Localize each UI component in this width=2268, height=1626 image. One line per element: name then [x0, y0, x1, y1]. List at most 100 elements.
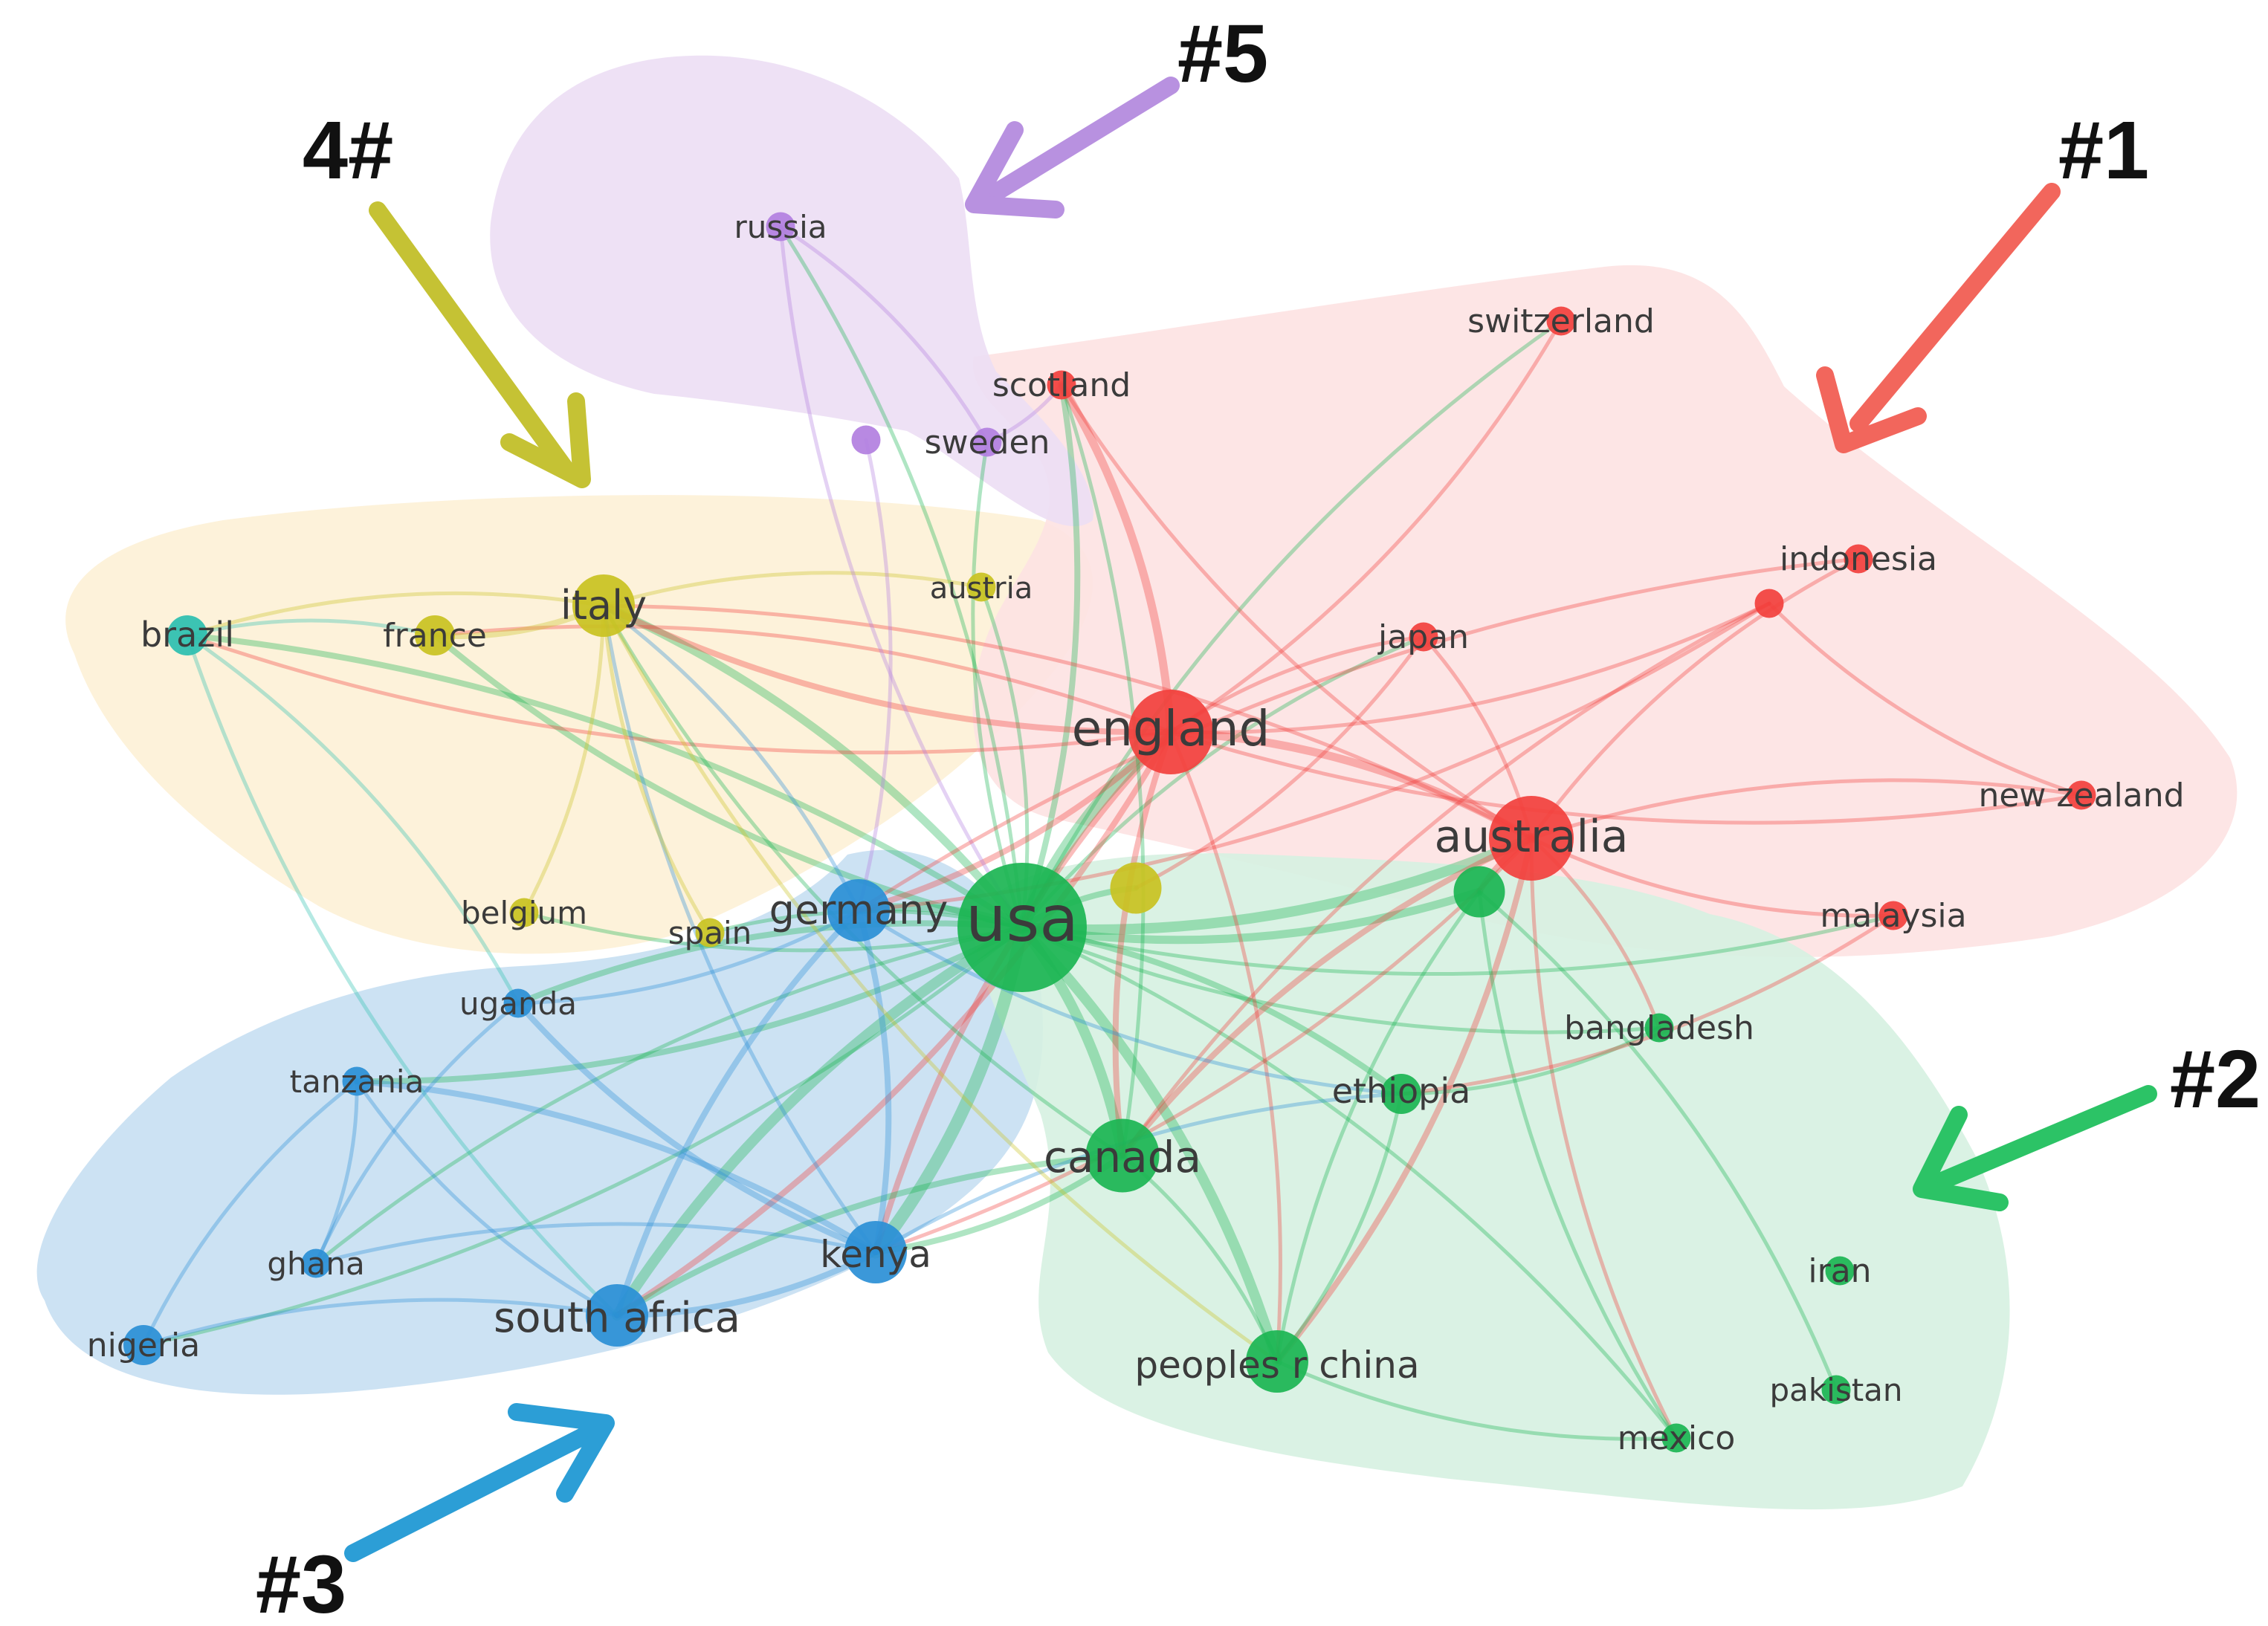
edge-usa-sweden [971, 440, 1024, 930]
node-belgium[interactable] [509, 898, 539, 927]
node-scotland[interactable] [1047, 370, 1076, 400]
edge-u_red-new_zealand [1767, 601, 2084, 797]
edge-england-brazil [185, 633, 1173, 755]
node-sweden[interactable] [972, 427, 1002, 457]
cluster-hull-4 [65, 495, 1093, 954]
label-bangladesh: bangladesh [1564, 1009, 1754, 1047]
edge-australia-indonesia [1529, 557, 1861, 840]
edge-australia-italy [601, 603, 1534, 840]
node-nigeria[interactable] [123, 1325, 164, 1365]
label-iran: iran [1808, 1252, 1871, 1290]
node-bangladesh[interactable] [1644, 1013, 1674, 1043]
node-germany[interactable] [827, 879, 890, 942]
edge-kenya-uganda [515, 1000, 879, 1255]
cluster-tag-t4: 4# [303, 105, 393, 196]
node-malaysia[interactable] [1878, 901, 1908, 930]
node-australia[interactable] [1489, 796, 1574, 881]
cluster-tags: #1#2#34##5 [256, 8, 2261, 1626]
label-peoples-r-china: peoples r china [1134, 1344, 1419, 1387]
edge-kenya-germany [856, 907, 892, 1255]
edge-italy-brazil [185, 591, 606, 638]
node-kenya[interactable] [844, 1221, 907, 1283]
node-france[interactable] [415, 615, 455, 655]
edge-england-south_africa [614, 729, 1174, 1318]
node-japan[interactable] [1409, 622, 1438, 652]
edge-kenya-italy [601, 603, 878, 1254]
node-usa[interactable] [957, 863, 1087, 992]
node-u-green[interactable] [1453, 866, 1505, 918]
node-tanzania[interactable] [342, 1066, 372, 1096]
node-austria[interactable] [966, 572, 996, 602]
edge-england-canada [1112, 729, 1174, 1159]
edge-tanzania-nigeria [141, 1079, 359, 1347]
edge-u_green-mexico [1477, 890, 1679, 1440]
edge-england-italy [601, 603, 1174, 736]
node-canada[interactable] [1085, 1118, 1160, 1193]
edge-usa-south_africa [612, 922, 1027, 1321]
edge-usa-uganda [515, 920, 1025, 1006]
label-indonesia: indonesia [1780, 540, 1937, 578]
edge-england-new_zealand [1169, 730, 2084, 825]
node-brazil[interactable] [167, 615, 207, 655]
cluster-hull-5 [490, 55, 1093, 527]
edge-usa-mexico [1020, 925, 1679, 1440]
edge-kenya-tanzania [354, 1078, 879, 1255]
edge-usa-belgium [522, 910, 1024, 953]
arrow-cluster-3 [344, 1403, 615, 1562]
edge-brazil-uganda [185, 633, 520, 1005]
label-new-zealand: new zealand [1978, 777, 2184, 814]
cluster-hulls [36, 55, 2238, 1510]
cluster-hull-2 [973, 853, 2010, 1510]
node-new-zealand[interactable] [2067, 780, 2096, 810]
edge-ethiopia-bangladesh [1399, 1026, 1661, 1096]
label-malaysia: malaysia [1820, 897, 1966, 935]
edge-italy-austria [601, 571, 983, 608]
label-south-africa: south africa [494, 1294, 740, 1342]
node-uganda[interactable] [503, 988, 533, 1018]
edge-japan-u_olive [1134, 635, 1426, 890]
edge-usa-u_green [1018, 887, 1484, 945]
node-iran[interactable] [1825, 1256, 1855, 1286]
node-peoples-r-china[interactable] [1246, 1330, 1308, 1393]
edge-south_africa-kenya [614, 1249, 879, 1318]
edge-usa-brazil [184, 632, 1025, 930]
edge-peoples_r_china-mexico [1275, 1359, 1679, 1441]
edge-australia-peoples_r_china [1274, 835, 1534, 1364]
node-u-red[interactable] [1754, 589, 1784, 618]
cluster-tag-t2: #2 [2170, 1034, 2261, 1125]
node-ethiopia[interactable] [1381, 1074, 1421, 1114]
node-russia[interactable] [766, 212, 795, 242]
cluster-hull-3 [36, 849, 1044, 1395]
label-belgium: belgium [461, 895, 587, 931]
edge-uganda-ghana [314, 1001, 520, 1266]
edge-usa-nigeria [141, 925, 1024, 1347]
edge-usa-malaysia [1020, 913, 1896, 976]
node-south-africa[interactable] [586, 1284, 648, 1347]
node-u-purple[interactable] [851, 425, 881, 455]
edge-england-australia [1166, 728, 1536, 843]
edge-indonesia-germany [856, 557, 1861, 913]
label-italy: italy [560, 582, 647, 629]
node-indonesia[interactable] [1844, 544, 1873, 574]
edge-russia-sweden [778, 224, 989, 444]
network-nodes [123, 212, 2096, 1453]
edge-south_africa-germany [614, 907, 862, 1318]
edge-canada-south_africa [614, 1153, 1125, 1318]
edge-kenya-ghana [314, 1222, 878, 1266]
label-uganda: uganda [459, 985, 577, 1022]
edge-usa-scotland [1019, 382, 1081, 930]
node-italy[interactable] [572, 574, 635, 637]
node-mexico[interactable] [1661, 1423, 1691, 1453]
node-england[interactable] [1128, 690, 1213, 774]
node-ghana[interactable] [301, 1248, 331, 1278]
node-switzerland[interactable] [1546, 306, 1576, 336]
node-pakistan[interactable] [1821, 1375, 1851, 1405]
edge-usa-australia [1017, 833, 1537, 935]
edge-usa-ghana [314, 925, 1024, 1266]
node-u-olive[interactable] [1110, 862, 1162, 914]
label-pakistan: pakistan [1769, 1372, 1902, 1408]
edge-brazil-south_africa [185, 633, 619, 1318]
edge-australia-kenya [873, 836, 1534, 1254]
node-spain[interactable] [695, 918, 725, 948]
label-mexico: mexico [1618, 1419, 1736, 1457]
